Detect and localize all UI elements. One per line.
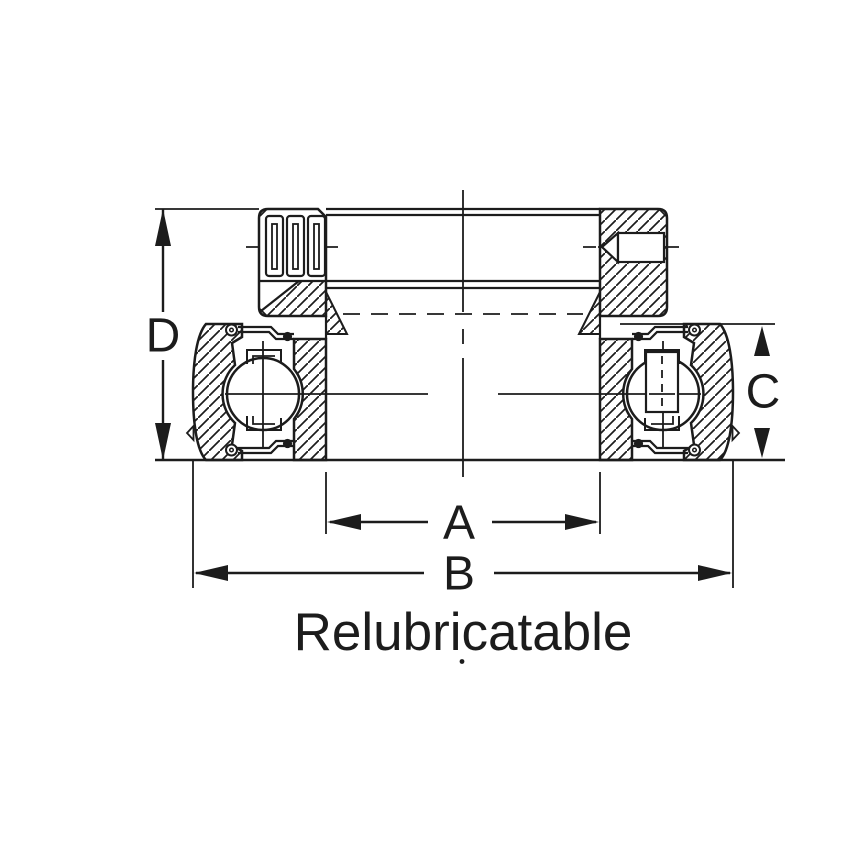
extension-lines (155, 208, 785, 588)
caption-dot (459, 659, 465, 664)
dimension-c: C (746, 326, 781, 458)
dim-label-c: C (746, 366, 781, 419)
dim-label-d: D (146, 310, 181, 363)
bearing-left (185, 322, 428, 462)
od-groove-notch-left (185, 423, 195, 443)
arrow-left-icon (194, 565, 228, 581)
locking-collar (257, 207, 669, 339)
dimension-d: D (146, 209, 181, 460)
dimension-b: B (194, 548, 732, 601)
collar-right-block (577, 207, 669, 335)
arrow-up-icon (155, 209, 171, 246)
collar-left-block (257, 207, 349, 335)
caption-text: Relubricatable (294, 603, 633, 662)
collar-sleeve-wedge-left (325, 291, 349, 335)
arrow-left-icon (327, 514, 361, 530)
bearing-right (498, 322, 741, 462)
arrow-up-icon (754, 326, 770, 356)
dim-label-b: B (443, 548, 475, 601)
setscrew-hole (616, 231, 666, 264)
arrow-down-icon (155, 423, 171, 460)
collar-sleeve-wedge-right (577, 291, 601, 335)
collar-slots (264, 214, 327, 278)
dimension-a: A (327, 497, 599, 550)
od-groove-notch-right (731, 423, 741, 443)
dim-label-a: A (443, 497, 475, 550)
arrow-right-icon (698, 565, 732, 581)
arrow-right-icon (565, 514, 599, 530)
arrow-down-icon (754, 428, 770, 458)
